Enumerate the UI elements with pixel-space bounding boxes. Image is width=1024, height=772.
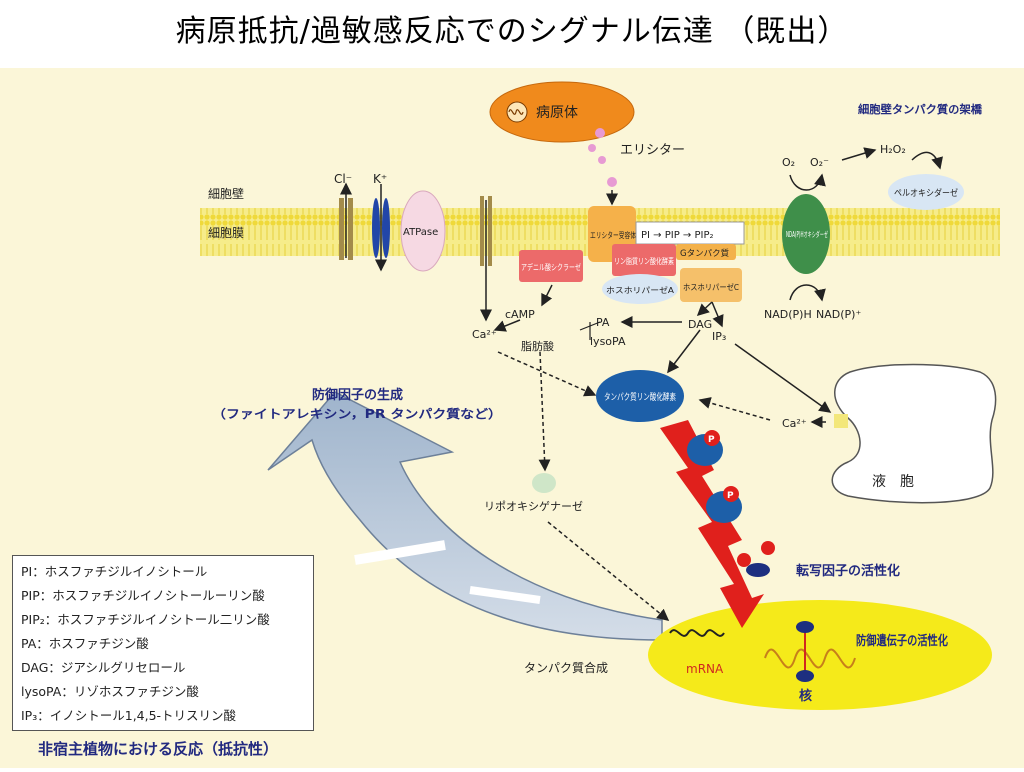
legend-item: lysoPA：リゾホスファチジン酸 xyxy=(21,680,305,704)
ca-cytosol-label: Ca²⁺ xyxy=(472,328,497,341)
defense-factor-arrow xyxy=(268,392,662,640)
phospho-kinase-label: リン脂質リン酸化酵素 xyxy=(614,256,674,266)
defense-factor-sub: （ファイトアレキシン，PR タンパク質など） xyxy=(212,406,502,421)
nadph-label: NAD(P)H xyxy=(764,308,812,321)
legend-item: DAG：ジアシルグリセロール xyxy=(21,656,305,680)
phospho-p-1: P xyxy=(708,435,715,445)
legend-item: PIP：ホスファチジルイノシトールーリン酸 xyxy=(21,584,305,608)
wall-crosslink-label: 細胞壁タンパク質の架橋 xyxy=(858,102,983,116)
phospholipase-a-label: ホスホリパーゼA xyxy=(606,285,675,295)
abbreviation-legend: PI：ホスファチジルイノシトール PIP：ホスファチジルイノシトールーリン酸 P… xyxy=(12,555,314,731)
nucleus-label: 核 xyxy=(799,688,812,704)
elicitor-receptor-label: エリシター受容体 xyxy=(590,230,636,240)
transcription-factor xyxy=(746,563,770,577)
o2-label: O₂ xyxy=(782,156,795,169)
slide-title: 病原抵抗/過敏感反応でのシグナル伝達 （既出） xyxy=(0,6,1024,50)
legend-item: PA：ホスファチジン酸 xyxy=(21,632,305,656)
dag-label: DAG xyxy=(688,318,712,331)
lipoxygenase xyxy=(532,473,556,493)
defense-gene-label: 防御遺伝子の活性化 xyxy=(856,633,948,649)
nadp-plus-label: NAD(P)⁺ xyxy=(816,308,861,321)
phospholipase-c-label: ホスホリパーゼC xyxy=(683,282,739,292)
k-channel-label: K⁺ xyxy=(373,172,387,186)
ca-vacuole-label: Ca²⁺ xyxy=(782,417,807,430)
mrna-label: mRNA xyxy=(686,662,724,676)
lysopa-label: lysoPA xyxy=(590,335,626,348)
camp-label: cAMP xyxy=(505,308,535,321)
tf-activation-label: 転写因子の活性化 xyxy=(796,563,900,579)
elicitor-label: エリシター xyxy=(620,143,685,158)
k-channel xyxy=(372,198,380,258)
legend-item: PI：ホスファチジルイノシトール xyxy=(21,560,305,584)
legend-item: IP₃：イノシトール1,4,5-トリスリン酸 xyxy=(21,704,305,728)
o2-minus-label: O₂⁻ xyxy=(810,156,829,169)
cl-channel xyxy=(339,198,344,260)
legend-item: PIP₂：ホスファチジルイノシトール二リン酸 xyxy=(21,608,305,632)
phospho-p-2: P xyxy=(727,491,734,501)
h2o2-label: H₂O₂ xyxy=(880,143,906,156)
defense-factor-title: 防御因子の生成 xyxy=(312,387,403,403)
pa-label: PA xyxy=(596,316,610,329)
pi-pip-label: PI → PIP → PIP₂ xyxy=(641,230,713,241)
adenylate-cyclase-label: アデニル酸シクラーゼ xyxy=(521,262,581,272)
pathogen-label: 病原体 xyxy=(536,105,578,121)
nadph-oxidase-label: NDA(P)Hオキシダーゼ xyxy=(786,229,828,239)
cell-wall-label: 細胞壁 xyxy=(208,186,244,201)
figure-caption: 非宿主植物における反応（抵抗性） xyxy=(38,738,278,759)
fatty-acid-label: 脂肪酸 xyxy=(521,339,554,353)
peroxidase-label: ペルオキシダーゼ xyxy=(894,187,958,199)
cell-membrane-label: 細胞膜 xyxy=(208,226,244,240)
nucleus xyxy=(648,600,992,710)
ip3-label: IP₃ xyxy=(712,330,726,343)
protein-synthesis-label: タンパク質合成 xyxy=(524,660,608,675)
protein-kinase-label: タンパク質リン酸化酵素 xyxy=(604,391,676,403)
lipoxygenase-label: リポオキシゲナーゼ xyxy=(484,500,583,513)
g-protein-label: Gタンパク質 xyxy=(680,248,730,259)
atpase-label: ATPase xyxy=(403,227,438,238)
cl-channel-label: Cl⁻ xyxy=(334,172,352,186)
vacuole-label: 液 胞 xyxy=(872,474,914,490)
